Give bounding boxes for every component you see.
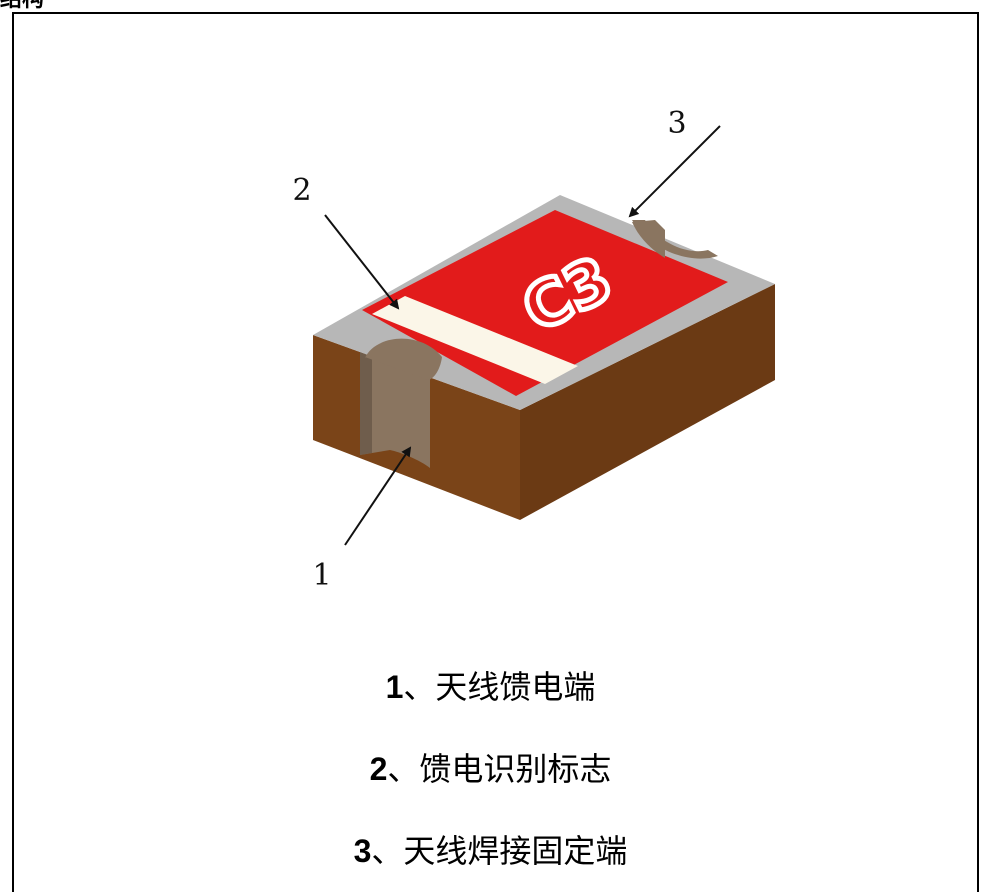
feed-identification-mark (372, 296, 578, 384)
legend-separator: 、 (371, 832, 404, 870)
legend-text: 天线馈电端 (435, 668, 596, 706)
legend-text: 天线焊接固定端 (403, 832, 628, 870)
legend-separator: 、 (387, 750, 420, 788)
page-heading: 结构 (0, 0, 44, 14)
feed-terminal-notch (360, 352, 430, 468)
legend-number: 1 (385, 669, 404, 705)
legend-separator: 、 (403, 668, 436, 706)
callout-2-arrow (324, 214, 400, 310)
legend-text: 馈电识别标志 (419, 750, 612, 788)
callout-3-label: 3 (667, 106, 686, 141)
legend-number: 3 (353, 833, 372, 869)
legend-item-feed-mark: 2、馈电识别标志 (0, 744, 981, 790)
feed-terminal-notch-shadow (360, 352, 372, 455)
callout-3-arrow (628, 125, 721, 218)
top-red-marking (362, 210, 728, 396)
callout-2-label: 2 (292, 173, 311, 208)
mount-terminal-cut-inner (632, 220, 665, 258)
legend-number: 2 (369, 751, 388, 787)
chip-antenna-diagram: C3 1 2 3 (292, 106, 775, 593)
callout-1-label: 1 (312, 558, 331, 593)
diagram-frame (12, 12, 979, 892)
legend-item-feed-terminal: 1、天线馈电端 (0, 662, 981, 708)
feed-terminal-cut (365, 338, 442, 380)
callout-1-arrow (344, 446, 412, 546)
chip-right-face (520, 284, 775, 520)
legend-item-mount-terminal: 3、天线焊接固定端 (0, 826, 981, 872)
